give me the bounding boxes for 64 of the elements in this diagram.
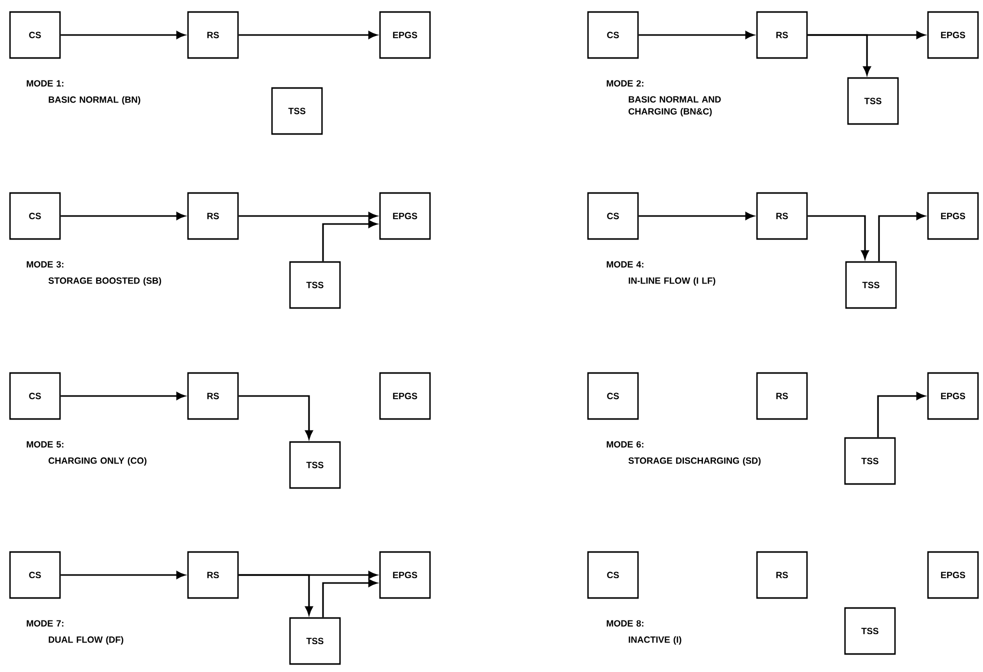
block-box: CS — [587, 11, 639, 59]
mode-name: STORAGE BOOSTED (SB) — [48, 277, 162, 286]
arrow — [238, 395, 313, 440]
block-box: TSS — [844, 607, 896, 655]
block-box: RS — [756, 551, 808, 599]
block-box: TSS — [289, 261, 341, 309]
block-box: TSS — [844, 437, 896, 485]
mode-number: MODE 1: — [26, 80, 64, 87]
block-box: TSS — [289, 441, 341, 489]
mode-name: CHARGING ONLY (CO) — [48, 457, 146, 466]
block-box: CS — [587, 372, 639, 420]
block-box: EPGS — [927, 372, 979, 420]
block-box: RS — [756, 11, 808, 59]
block-box: CS — [9, 372, 61, 420]
block-box: RS — [187, 11, 239, 59]
block-box: RS — [187, 192, 239, 240]
block-box: CS — [587, 192, 639, 240]
arrow — [60, 212, 186, 220]
arrow — [60, 571, 186, 579]
arrow — [808, 34, 871, 76]
arrow — [877, 392, 926, 438]
mode-number: MODE 6: — [606, 441, 644, 448]
block-box: RS — [756, 372, 808, 420]
block-box: EPGS — [379, 372, 431, 420]
arrow — [322, 220, 378, 262]
arrow — [878, 212, 926, 262]
mode-name: DUAL FLOW (DF) — [48, 636, 124, 645]
block-box: RS — [756, 192, 808, 240]
mode-number: MODE 5: — [26, 441, 64, 448]
mode-name: BASIC NORMAL (BN) — [48, 96, 140, 105]
block-box: RS — [187, 372, 239, 420]
mode-number: MODE 8: — [606, 620, 644, 627]
block-box: EPGS — [379, 192, 431, 240]
block-box: TSS — [289, 617, 341, 665]
block-box: CS — [9, 551, 61, 599]
arrow — [638, 31, 754, 39]
arrow — [238, 31, 378, 39]
arrow — [238, 212, 378, 220]
arrow — [322, 579, 378, 618]
mode-number: MODE 2: — [606, 80, 644, 87]
mode-number: MODE 3: — [26, 261, 64, 268]
block-box: EPGS — [927, 11, 979, 59]
arrow — [60, 31, 186, 39]
mode-name: INACTIVE (I) — [628, 636, 682, 645]
arrow — [808, 215, 869, 260]
arrow — [60, 392, 186, 400]
arrow — [238, 574, 313, 616]
mode-name: STORAGE DISCHARGING (SD) — [628, 457, 761, 466]
mode-number: MODE 7: — [26, 620, 64, 627]
block-box: TSS — [271, 87, 323, 135]
block-box: CS — [9, 192, 61, 240]
arrow — [638, 212, 754, 220]
mode-name: BASIC NORMAL AND CHARGING (BN&C) — [628, 96, 721, 116]
block-box: EPGS — [927, 192, 979, 240]
block-box: TSS — [845, 261, 897, 309]
block-box: EPGS — [927, 551, 979, 599]
mode-number: MODE 4: — [606, 261, 644, 268]
block-box: RS — [187, 551, 239, 599]
block-box: CS — [9, 11, 61, 59]
block-box: EPGS — [379, 11, 431, 59]
block-box: CS — [587, 551, 639, 599]
block-box: EPGS — [379, 551, 431, 599]
block-box: TSS — [847, 77, 899, 125]
mode-name: IN-LINE FLOW (I LF) — [628, 277, 716, 286]
